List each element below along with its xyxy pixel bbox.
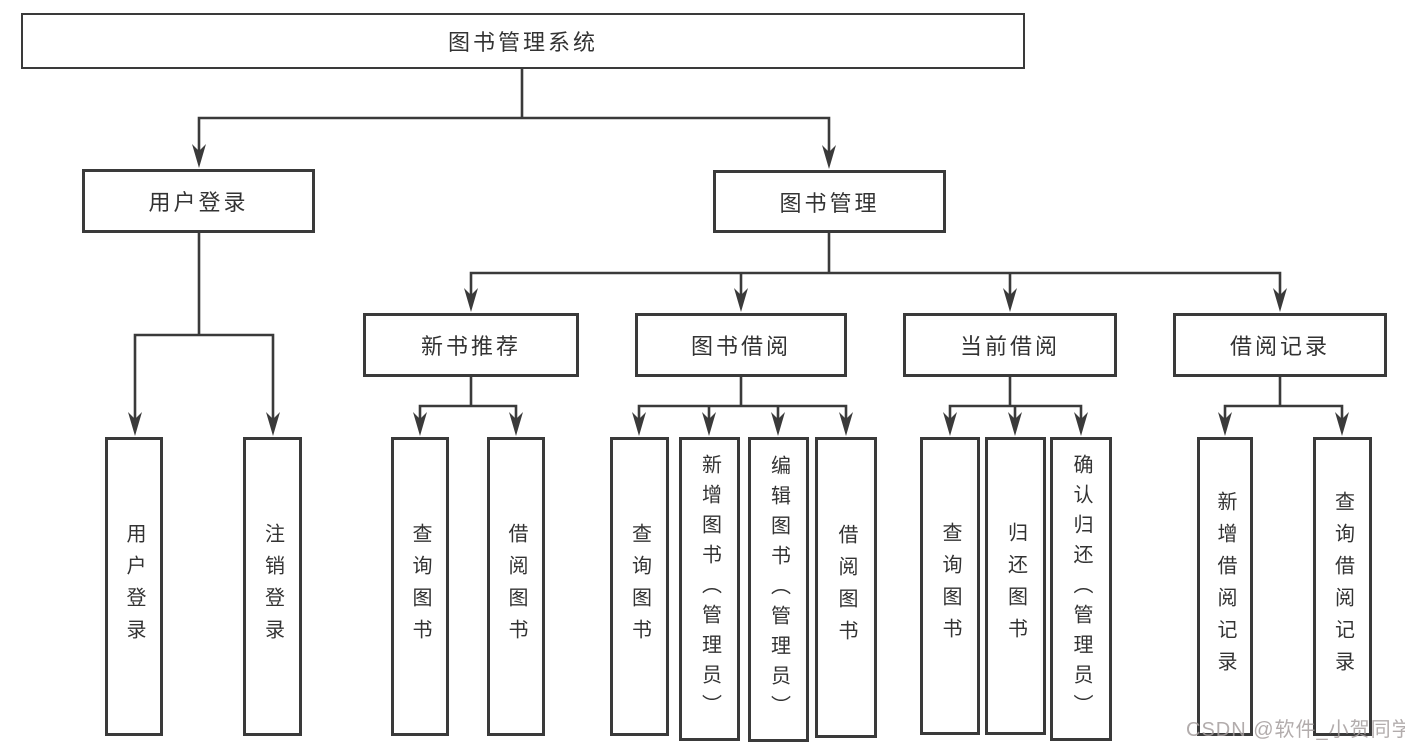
leaf-record-query: 查询借阅记录 xyxy=(1313,437,1372,736)
arrowhead xyxy=(702,412,716,436)
node-book-borrow-label: 图书借阅 xyxy=(690,334,791,359)
arrowhead xyxy=(1074,412,1088,436)
arrowhead xyxy=(1335,412,1349,436)
arrowhead xyxy=(839,412,853,436)
leaf-borrow-add-admin-label: 新增图书（管理员） xyxy=(698,454,721,724)
leaf-current-confirm-admin: 确认归还（管理员） xyxy=(1050,437,1112,741)
arrowhead xyxy=(266,412,280,436)
arrowhead xyxy=(632,412,646,436)
arrowhead xyxy=(734,288,748,312)
arrowhead xyxy=(1008,412,1022,436)
node-root-label: 图书管理系统 xyxy=(447,30,598,55)
arrowhead xyxy=(1218,412,1232,436)
node-book-management: 图书管理 xyxy=(713,170,946,233)
arrowhead xyxy=(1273,288,1287,312)
leaf-current-return-label: 归还图书 xyxy=(1004,522,1027,650)
leaf-borrow-add-admin: 新增图书（管理员） xyxy=(679,437,740,741)
leaf-current-confirm-admin-label: 确认归还（管理员） xyxy=(1070,454,1092,724)
leaf-borrow-borrow: 借阅图书 xyxy=(815,437,877,738)
arrowhead xyxy=(822,145,836,169)
leaf-record-query-label: 查询借阅记录 xyxy=(1331,490,1354,683)
arrowhead xyxy=(464,288,478,312)
leaf-user-login-label: 用户登录 xyxy=(123,522,145,651)
leaf-newbook-query: 查询图书 xyxy=(391,437,449,736)
leaf-borrow-borrow-label: 借阅图书 xyxy=(835,523,857,652)
leaf-record-add-label: 新增借阅记录 xyxy=(1214,490,1236,683)
node-borrow-records: 借阅记录 xyxy=(1173,313,1387,377)
node-current-borrow-label: 当前借阅 xyxy=(959,334,1060,359)
leaf-user-login: 用户登录 xyxy=(105,437,163,736)
leaf-record-add: 新增借阅记录 xyxy=(1197,437,1253,736)
arrowhead xyxy=(509,412,523,436)
arrowhead xyxy=(128,412,142,436)
node-book-borrow: 图书借阅 xyxy=(635,313,847,377)
node-current-borrow: 当前借阅 xyxy=(903,313,1117,377)
leaf-current-return: 归还图书 xyxy=(985,437,1046,735)
csdn-watermark: CSDN @软件_小贺同学 xyxy=(1186,719,1405,741)
leaf-borrow-query: 查询图书 xyxy=(610,437,669,736)
arrowhead xyxy=(413,412,427,436)
leaf-logout-label: 注销登录 xyxy=(261,522,284,651)
leaf-borrow-edit-admin: 编辑图书（管理员） xyxy=(748,437,809,742)
leaf-newbook-borrow-label: 借阅图书 xyxy=(505,522,527,651)
node-book-management-label: 图书管理 xyxy=(779,190,880,216)
leaf-logout: 注销登录 xyxy=(243,437,302,736)
node-user-login: 用户登录 xyxy=(82,169,315,233)
node-root: 图书管理系统 xyxy=(21,13,1025,69)
leaf-current-query: 查询图书 xyxy=(920,437,980,735)
arrowhead xyxy=(192,144,206,168)
leaf-borrow-edit-admin-label: 编辑图书（管理员） xyxy=(767,454,790,725)
arrowhead xyxy=(771,412,785,436)
leaf-newbook-borrow: 借阅图书 xyxy=(487,437,545,736)
leaf-newbook-query-label: 查询图书 xyxy=(409,522,431,651)
leaf-borrow-query-label: 查询图书 xyxy=(628,522,651,651)
node-user-login-label: 用户登录 xyxy=(148,190,249,215)
arrowhead xyxy=(943,412,957,436)
arrowhead xyxy=(1003,288,1017,312)
leaf-current-query-label: 查询图书 xyxy=(939,522,961,650)
node-new-book-recommend: 新书推荐 xyxy=(363,313,579,377)
node-borrow-records-label: 借阅记录 xyxy=(1229,334,1330,359)
node-new-book-recommend-label: 新书推荐 xyxy=(420,334,521,359)
